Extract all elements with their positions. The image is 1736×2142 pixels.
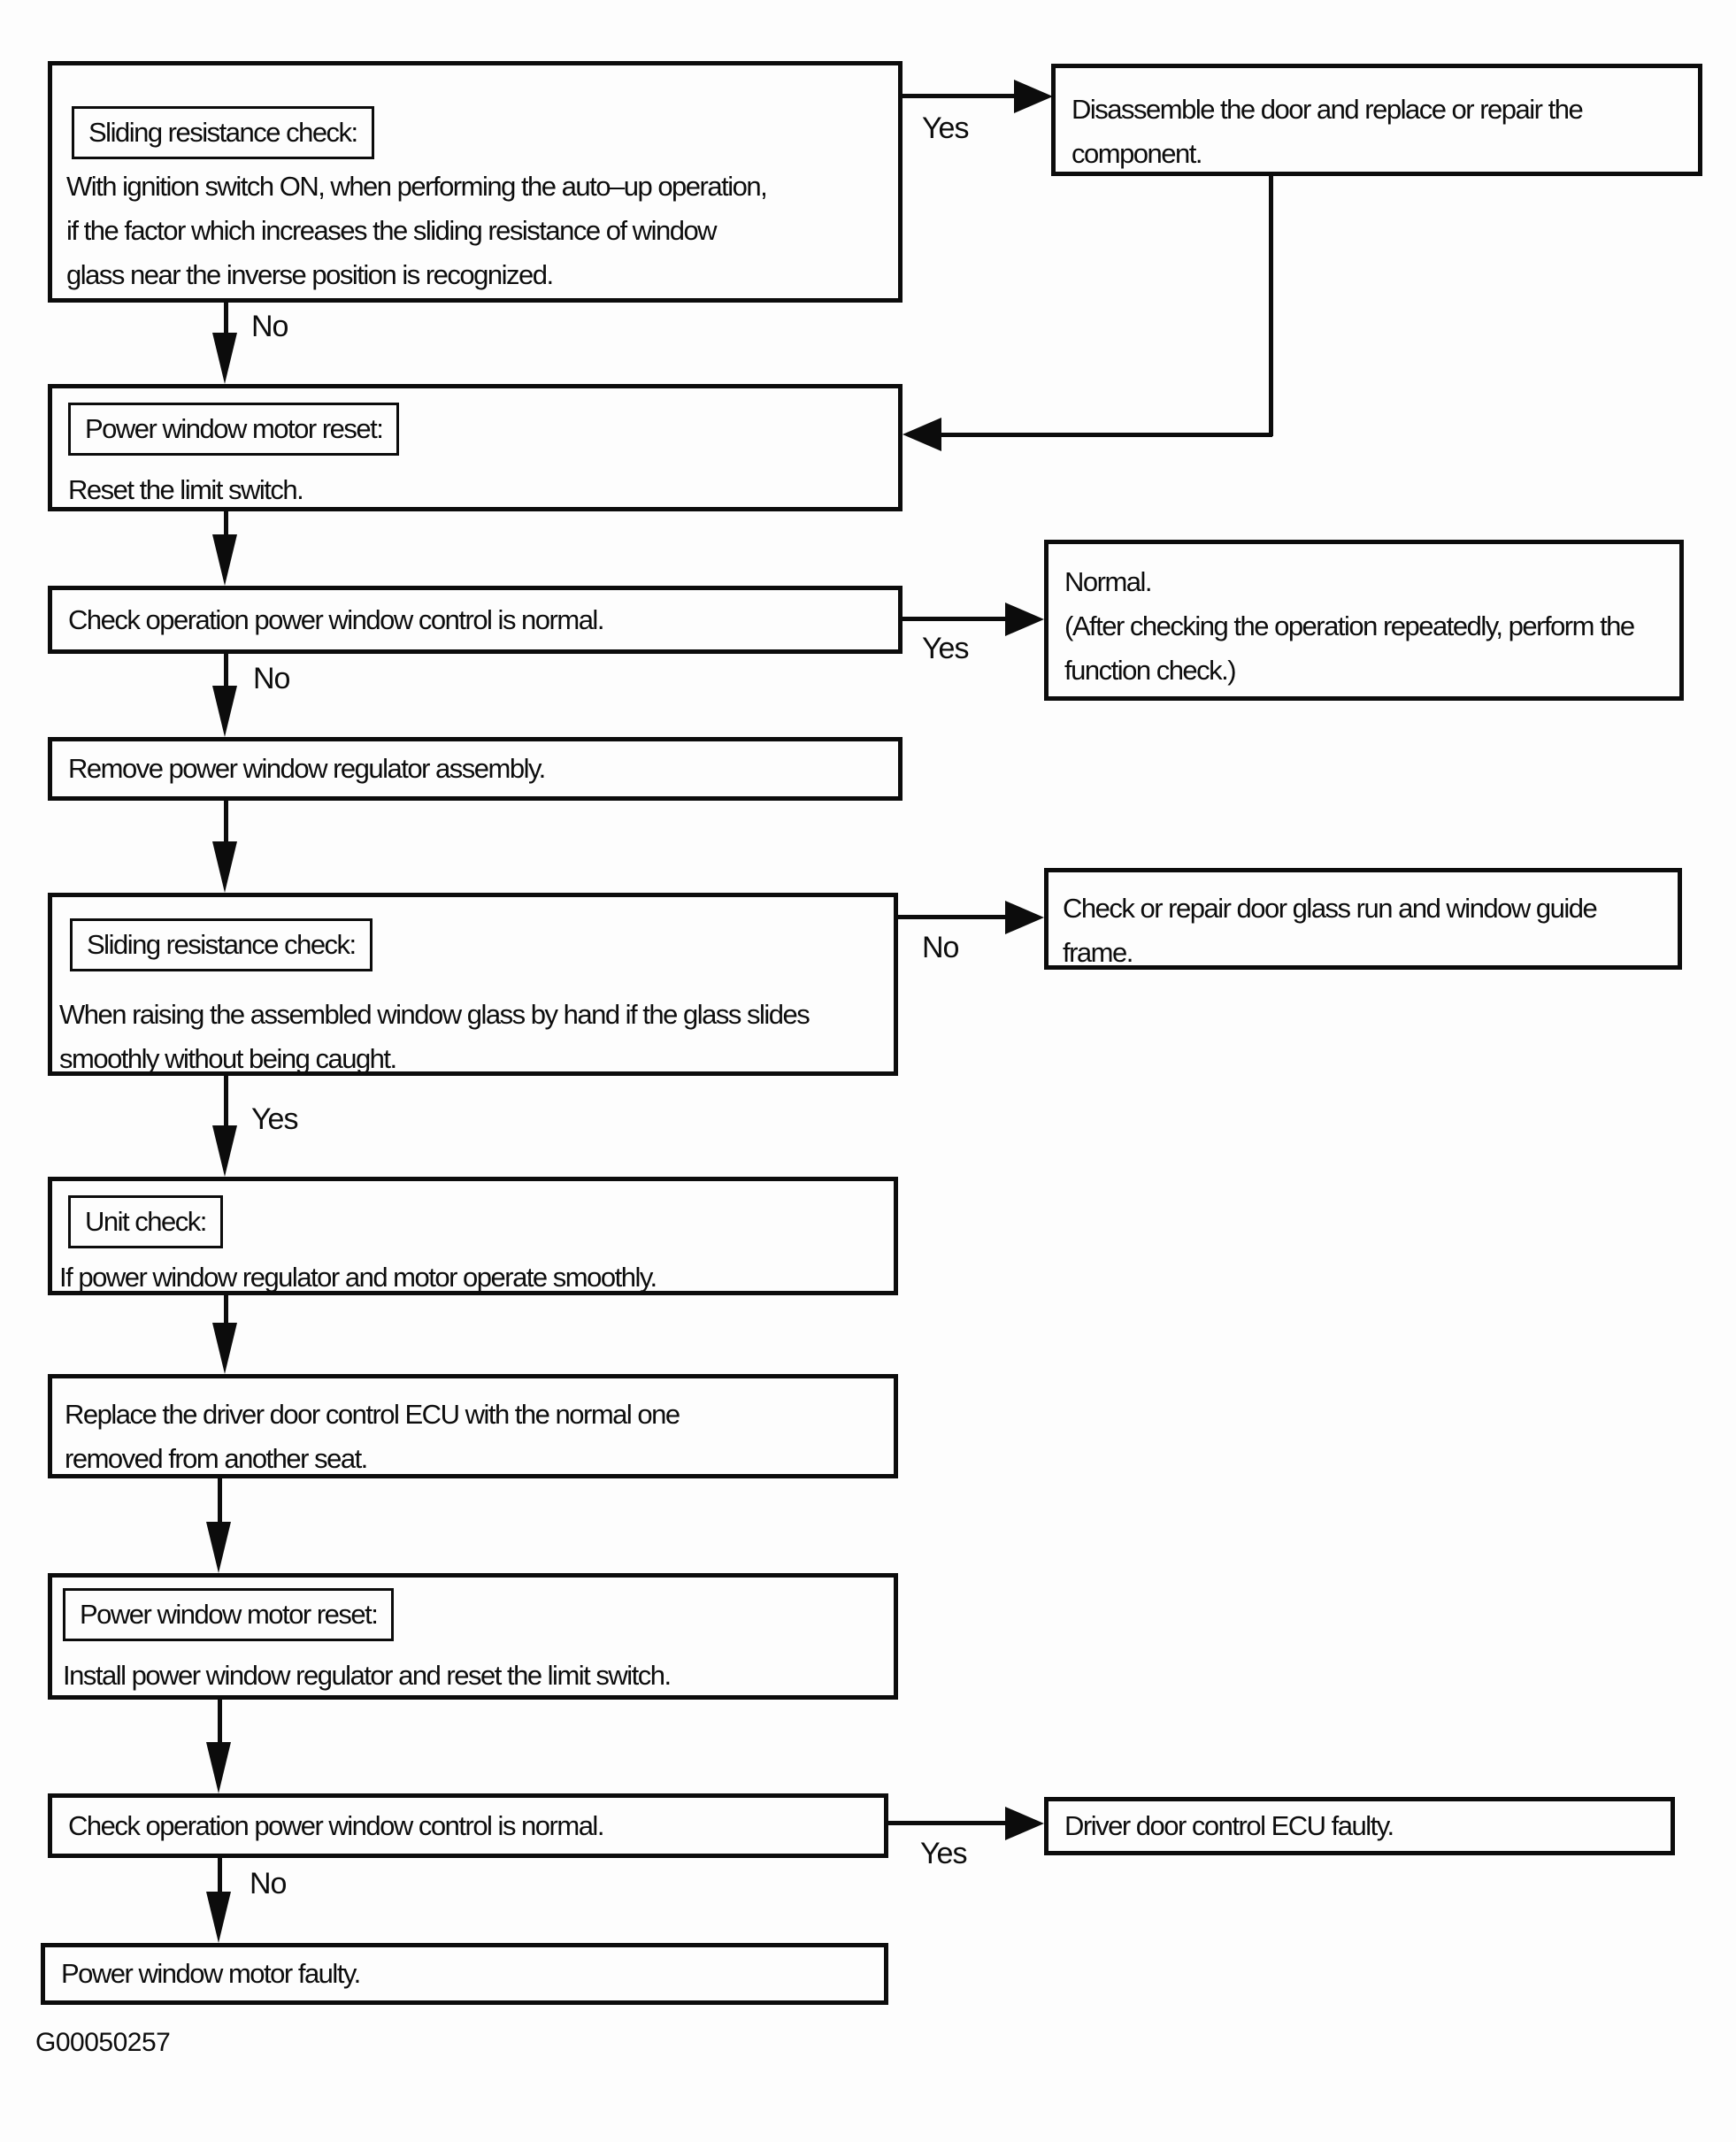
edge-label-no: No: [253, 662, 290, 695]
node-motor-faulty: Power window motor faulty.: [41, 1943, 888, 2005]
edge-k-to-l-arrowhead: [206, 1742, 231, 1793]
node-body-text: Install power window regulator and reset…: [63, 1660, 672, 1691]
edge-j-to-k-line: [218, 1478, 222, 1527]
node-body-text: Remove power window regulator assembly.: [68, 753, 546, 784]
edge-label-yes: Yes: [922, 111, 969, 145]
edge-label-yes: Yes: [251, 1102, 298, 1136]
node-check-operation-1: Check operation power window control is …: [48, 586, 903, 654]
node-tag-label: Sliding resistance check:: [70, 918, 373, 971]
edge-c-to-d-arrowhead: [212, 534, 237, 586]
edge-a-to-c-arrowhead: [212, 333, 237, 384]
edge-i-to-j-arrowhead: [212, 1323, 237, 1374]
edge-label-yes: Yes: [922, 632, 969, 665]
edge-a-to-b-arrowhead: [1014, 80, 1053, 113]
node-body-text: When raising the assembled window glass …: [59, 999, 810, 1074]
edge-c-to-d-line: [224, 511, 228, 540]
edge-l-to-m-line: [888, 1821, 1007, 1825]
edge-j-to-k-arrowhead: [206, 1522, 231, 1573]
edge-g-to-h-line: [896, 915, 1007, 919]
node-tag-label: Sliding resistance check:: [72, 106, 374, 159]
node-body-text: Reset the limit switch.: [68, 474, 304, 505]
edge-b-to-c-arrowhead: [903, 418, 941, 451]
edge-k-to-l-line: [218, 1700, 222, 1748]
node-remove-regulator: Remove power window regulator assembly.: [48, 737, 903, 801]
node-power-window-motor-reset-1: Power window motor reset: Reset the limi…: [48, 384, 903, 511]
edge-l-to-n-line: [218, 1858, 222, 1898]
edge-b-to-c-horizontal: [938, 433, 1272, 437]
node-body-text: Disassemble the door and replace or repa…: [1072, 94, 1584, 169]
node-body-text: Replace the driver door control ECU with…: [65, 1399, 680, 1474]
node-body-text: Check operation power window control is …: [68, 603, 604, 635]
node-body-text: Driver door control ECU faulty.: [1064, 1810, 1394, 1841]
figure-id-caption: G00050257: [35, 2028, 171, 2057]
edge-label-no: No: [250, 1867, 287, 1900]
edge-f-to-g-line: [224, 801, 228, 847]
edge-i-to-j-line: [224, 1295, 228, 1326]
node-body-text: Check operation power window control is …: [68, 1809, 604, 1841]
node-tag-label: Power window motor reset:: [68, 403, 400, 456]
edge-f-to-g-arrowhead: [212, 841, 237, 893]
edge-g-to-i-line: [224, 1076, 228, 1131]
node-ecu-faulty: Driver door control ECU faulty.: [1044, 1797, 1675, 1855]
edge-d-to-e-line: [903, 617, 1007, 621]
node-sliding-resistance-check-2: Sliding resistance check: When raising t…: [48, 893, 898, 1076]
edge-a-to-b-line: [903, 94, 1018, 98]
edge-g-to-h-arrowhead: [1005, 901, 1044, 934]
edge-b-to-c-vertical: [1269, 174, 1273, 436]
node-tag-label: Unit check:: [68, 1195, 223, 1248]
node-check-repair-glass-run: Check or repair door glass run and windo…: [1044, 868, 1682, 970]
edge-d-to-f-arrowhead: [212, 686, 237, 737]
edge-a-to-c-line: [224, 303, 228, 340]
node-body-text: Power window motor faulty.: [61, 1958, 361, 1989]
edge-label-no: No: [251, 310, 288, 343]
edge-g-to-i-arrowhead: [212, 1125, 237, 1177]
edge-l-to-n-arrowhead: [206, 1892, 231, 1943]
node-tag-label: Power window motor reset:: [63, 1588, 395, 1641]
node-body-text: Normal. (After checking the operation re…: [1064, 566, 1635, 686]
node-sliding-resistance-check-1: Sliding resistance check: With ignition …: [48, 61, 903, 303]
node-replace-ecu: Replace the driver door control ECU with…: [48, 1374, 898, 1478]
node-body-text: Check or repair door glass run and windo…: [1063, 893, 1598, 968]
node-power-window-motor-reset-2: Power window motor reset: Install power …: [48, 1573, 898, 1700]
node-disassemble-door: Disassemble the door and replace or repa…: [1051, 64, 1702, 176]
edge-l-to-m-arrowhead: [1005, 1807, 1044, 1840]
node-unit-check: Unit check: If power window regulator an…: [48, 1177, 898, 1295]
edge-d-to-e-arrowhead: [1005, 603, 1044, 636]
node-body-text: If power window regulator and motor oper…: [59, 1262, 657, 1293]
edge-label-yes: Yes: [920, 1837, 967, 1870]
node-body-text: With ignition switch ON, when performing…: [66, 171, 768, 290]
edge-label-no: No: [922, 931, 959, 964]
node-check-operation-2: Check operation power window control is …: [48, 1793, 888, 1858]
edge-d-to-f-line: [224, 654, 228, 691]
node-normal-result: Normal. (After checking the operation re…: [1044, 540, 1684, 701]
